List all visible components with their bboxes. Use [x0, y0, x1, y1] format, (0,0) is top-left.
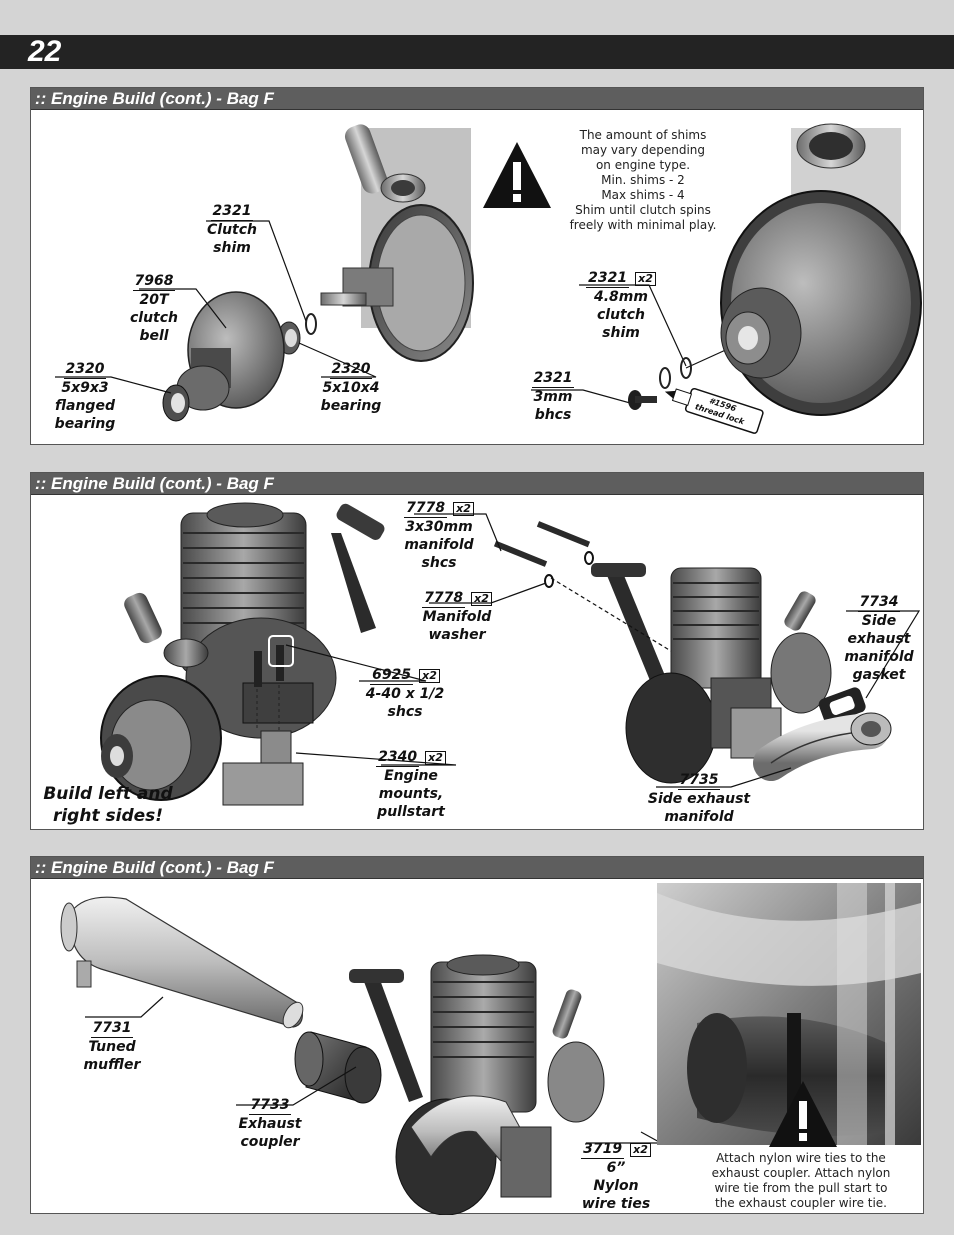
engine-right-mount-view [591, 563, 832, 784]
clutch-bell-part [176, 291, 285, 411]
panel-title: :: Engine Build (cont.) - Bag F [31, 88, 923, 110]
muffler-illustration [60, 896, 662, 1215]
engine-left-view [320, 124, 474, 362]
engine-assembled-view [349, 954, 605, 1215]
panel-muffler: :: Engine Build (cont.) - Bag F [30, 856, 924, 1215]
exclamation-triangle-icon [769, 1081, 837, 1147]
gasket-part [818, 687, 866, 724]
wire-tie-photo [657, 883, 921, 1145]
muffler-part [60, 896, 304, 1029]
thread-lock-tube [664, 387, 764, 434]
engine-mounts-illustration [100, 502, 921, 806]
exclamation-triangle-icon [483, 142, 551, 208]
photo-coupler-detail [657, 883, 921, 1145]
panel-engine-mounts: :: Engine Build (cont.) - Bag F [30, 472, 924, 830]
warning-icon-wire-ties [767, 1079, 839, 1149]
clutch-shim-part [305, 313, 317, 335]
engine-right-view [720, 123, 922, 416]
panel-title: :: Engine Build (cont.) - Bag F [31, 473, 923, 495]
manifold-screws [493, 521, 594, 588]
bhcs-screw [628, 390, 657, 410]
flanged-bearing-part [162, 384, 190, 422]
engine-left-mount-view [100, 502, 385, 806]
warning-icon-shims [481, 140, 553, 210]
clutch-illustration [55, 123, 922, 434]
panel-clutch: :: Engine Build (cont.) - Bag F [30, 87, 924, 445]
panel-title: :: Engine Build (cont.) - Bag F [31, 857, 923, 879]
page-number: 22 [28, 35, 62, 68]
exhaust-manifold-part [753, 712, 892, 781]
coupler-part [294, 1031, 382, 1104]
page-header: 22 [0, 35, 954, 69]
